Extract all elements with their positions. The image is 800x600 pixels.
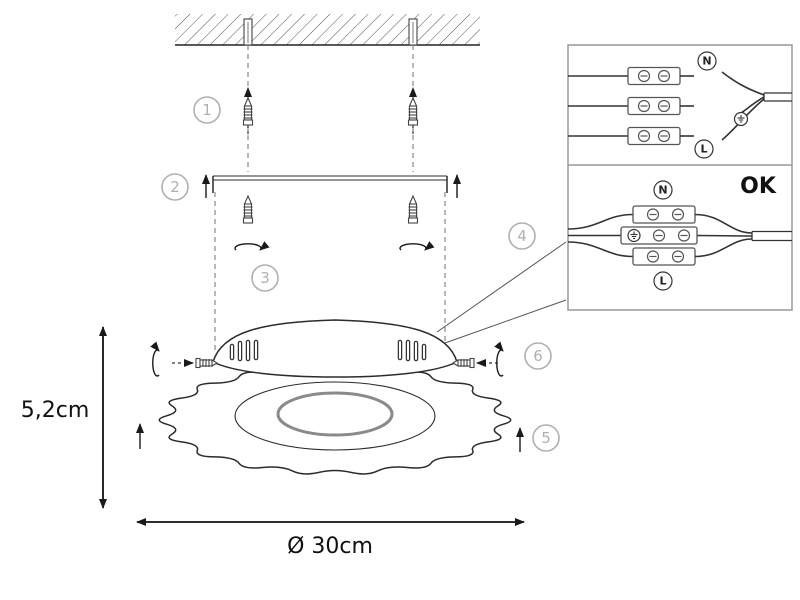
vent-slots-left (229, 339, 259, 362)
ok-label: OK (740, 174, 777, 199)
live-letter: L (700, 143, 707, 156)
terminal-block (632, 205, 696, 224)
height-dimension: 5,2cm (21, 326, 107, 509)
step-badge-4: 4 (508, 222, 536, 250)
step-badge-1: 1 (193, 96, 221, 124)
wiring-inset: N L OK N (567, 44, 793, 311)
terminal-block-earth (620, 226, 698, 245)
earth-label (733, 111, 749, 127)
neutral-label: N (697, 51, 717, 71)
screw-icon (407, 195, 419, 224)
terminal-block (627, 66, 681, 86)
wiring-panel-ok: OK N (567, 174, 792, 291)
terminal-block (627, 96, 681, 116)
live-label: L (653, 271, 673, 291)
live-letter: L (659, 275, 666, 288)
step-number: 1 (202, 101, 212, 119)
vent-slots-right (397, 339, 427, 362)
live-label: L (694, 139, 714, 159)
step-number: 3 (260, 269, 270, 287)
screw-icon (407, 97, 419, 126)
rotate-arrow-icon (235, 244, 261, 250)
wiring-panel-before: N L (568, 51, 792, 159)
center-ring (276, 391, 394, 437)
diameter-label: Ø 30cm (287, 534, 373, 559)
height-label: 5,2cm (21, 398, 90, 423)
ceiling (175, 14, 480, 46)
step-number: 2 (170, 178, 180, 196)
step-badge-3: 3 (251, 264, 279, 292)
step3-screws (235, 195, 426, 250)
neutral-letter: N (658, 184, 667, 197)
step-number: 4 (517, 227, 527, 245)
step-badge-6: 6 (524, 342, 552, 370)
step5-lift-arrows (136, 423, 524, 452)
wall-plug-right (408, 18, 418, 46)
screw-icon (242, 97, 254, 126)
mounting-bracket (202, 174, 461, 198)
inner-ring (234, 381, 436, 451)
inset-pointer-lines (436, 241, 567, 344)
step-badge-5: 5 (532, 424, 560, 452)
rotate-arrow-icon (153, 350, 159, 376)
rotate-arrow-icon (400, 244, 426, 250)
terminal-block (632, 247, 696, 266)
step-number: 6 (533, 347, 543, 365)
neutral-letter: N (702, 55, 711, 68)
lamp-body (158, 319, 512, 475)
screw-icon (242, 195, 254, 224)
step-number: 5 (541, 429, 551, 447)
step-badge-2: 2 (161, 173, 189, 201)
ceiling-hatch (175, 14, 480, 45)
terminal-block (627, 126, 681, 146)
step1-screws (242, 87, 419, 134)
diameter-dimension: Ø 30cm (136, 518, 525, 559)
wall-plug-left (243, 18, 253, 46)
neutral-label: N (653, 180, 673, 200)
mains-cable (694, 213, 792, 258)
